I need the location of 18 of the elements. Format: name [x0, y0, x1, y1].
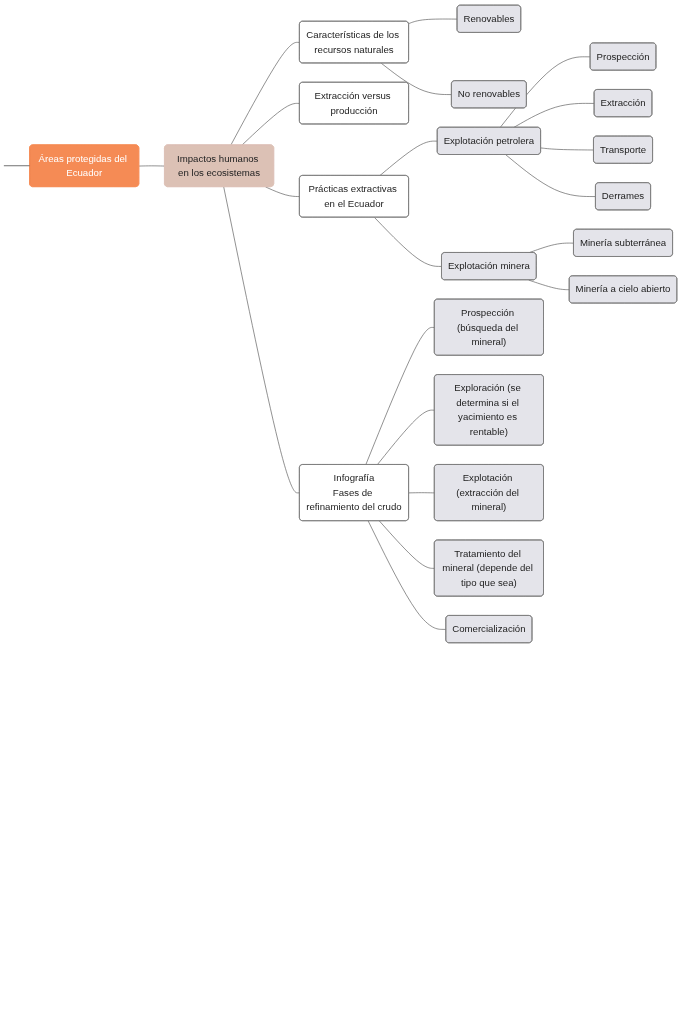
connector: [408, 18, 458, 24]
connector: [230, 42, 300, 146]
connector: [374, 217, 443, 267]
connector-line: [3, 165, 30, 167]
connector: [241, 103, 300, 146]
connector: [380, 62, 453, 95]
connector: [223, 186, 300, 494]
connector: [528, 279, 570, 291]
connector: [379, 140, 438, 176]
connector: [365, 327, 435, 466]
connector: [376, 409, 435, 466]
connector: [265, 186, 300, 197]
connector: [540, 147, 595, 151]
connector: [367, 520, 447, 630]
connector: [379, 520, 435, 569]
connector: [513, 103, 595, 128]
connector: [505, 154, 597, 197]
connector: [408, 492, 435, 494]
